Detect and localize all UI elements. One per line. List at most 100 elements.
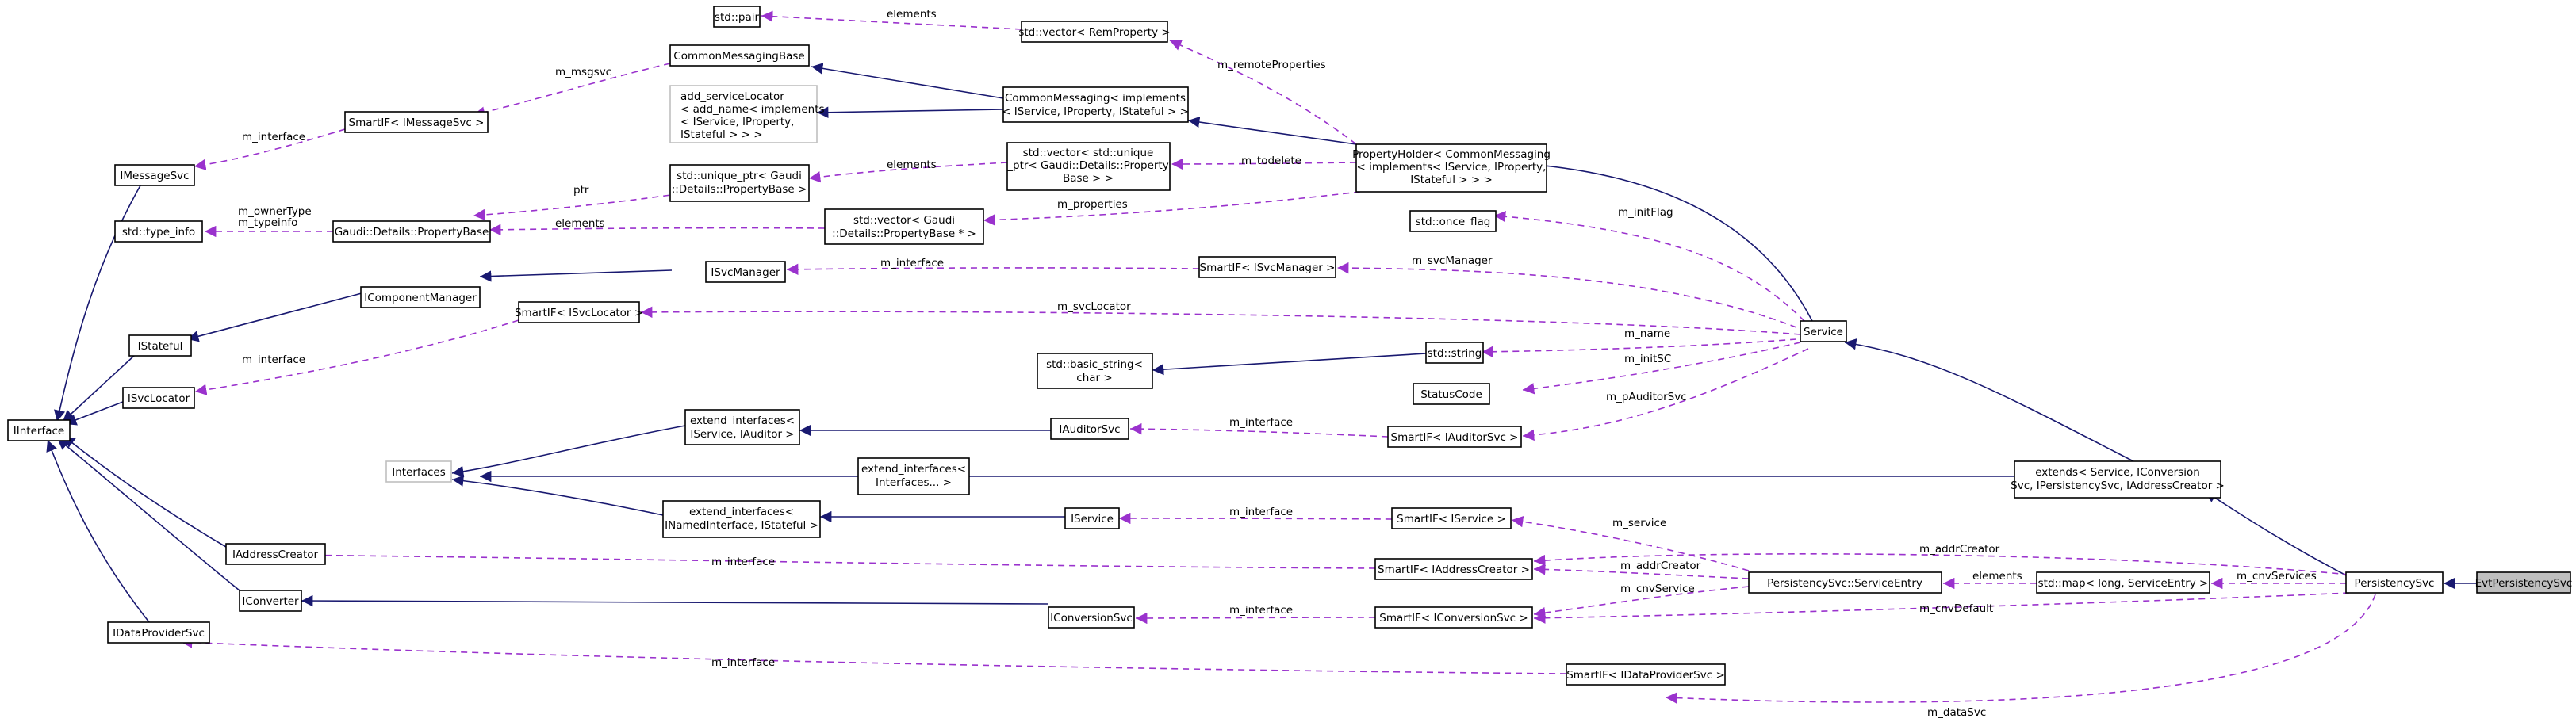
edge-label: m_interface: [1229, 506, 1293, 518]
node-iconversionsvc[interactable]: IConversionSvc: [1048, 606, 1135, 629]
node-isvclocator[interactable]: ISvcLocator: [122, 387, 195, 409]
node-icomponentmanager[interactable]: IComponentManager: [360, 286, 481, 308]
node-label: SmartIF< ISvcManager >: [1200, 262, 1336, 274]
node-extend-inamed[interactable]: extend_interfaces< INamedInterface, ISta…: [662, 500, 821, 538]
node-label: IConverter: [242, 595, 299, 608]
node-imessagesvc[interactable]: IMessageSvc: [114, 164, 195, 186]
node-label: std::vector< Gaudi: [853, 214, 955, 227]
node-unique-ptr[interactable]: std::unique_ptr< Gaudi ::Details::Proper…: [669, 164, 810, 202]
node-label: EvtPersistencySvc: [2475, 577, 2573, 590]
edge-label: m_addrCreator: [1919, 543, 2000, 556]
edge-label: m_cnvServices: [2237, 570, 2317, 583]
node-label: CommonMessagingBase: [673, 50, 804, 63]
node-interfaces[interactable]: Interfaces: [385, 460, 452, 483]
node-smartif-isvclocator[interactable]: SmartIF< ISvcLocator >: [515, 301, 643, 323]
node-smartif-imessagesvc[interactable]: SmartIF< IMessageSvc >: [344, 111, 489, 133]
node-statuscode[interactable]: StatusCode: [1413, 383, 1490, 405]
node-label: CommonMessaging< implements: [1005, 92, 1186, 105]
node-label: std::unique_ptr< Gaudi: [677, 170, 802, 182]
node-smartif-iauditorsvc[interactable]: SmartIF< IAuditorSvc >: [1387, 426, 1522, 448]
node-vector-unique-ptr[interactable]: std::vector< std::unique _ptr< Gaudi::De…: [1006, 142, 1171, 191]
node-label: std::once_flag: [1416, 216, 1491, 228]
node-iauditorsvc[interactable]: IAuditorSvc: [1050, 418, 1129, 440]
edge-label: m_dataSvc: [1927, 706, 1986, 719]
node-label: std::vector< RemProperty >: [1018, 26, 1170, 39]
node-label: IStateful: [138, 340, 183, 353]
node-label: SmartIF< IAddressCreator >: [1378, 564, 1530, 576]
node-label: std::type_info: [122, 226, 195, 239]
node-label: extend_interfaces<: [861, 463, 966, 476]
node-iconverter[interactable]: IConverter: [239, 590, 302, 612]
node-std-string[interactable]: std::string: [1425, 342, 1484, 364]
node-label: char >: [1076, 372, 1112, 384]
node-std-type-info[interactable]: std::type_info: [114, 220, 203, 243]
node-label: IConversionSvc: [1050, 612, 1133, 625]
node-common-messaging-base[interactable]: CommonMessagingBase: [669, 44, 810, 67]
node-smartif-iaddresscreator[interactable]: SmartIF< IAddressCreator >: [1374, 558, 1533, 580]
node-label: std::pair: [715, 11, 760, 24]
edge-label: elements: [887, 159, 937, 171]
edge-label: m_name: [1624, 327, 1670, 340]
node-label: extend_interfaces<: [690, 415, 795, 427]
node-smartif-iconversionsvc[interactable]: SmartIF< IConversionSvc >: [1374, 606, 1533, 629]
node-label: PersistencySvc: [2355, 577, 2435, 590]
node-label: IMessageSvc: [120, 170, 189, 182]
edge-label: elements: [1972, 570, 2022, 583]
edge-label: m_pAuditorSvc: [1606, 391, 1687, 403]
node-label: std::basic_string<: [1046, 358, 1143, 371]
node-label: SmartIF< IConversionSvc >: [1379, 612, 1528, 625]
node-smartif-iservice[interactable]: SmartIF< IService >: [1391, 507, 1512, 529]
edge-label: ptr: [573, 184, 589, 197]
edge-label: m_interface: [711, 556, 775, 568]
node-label: Svc, IPersistencySvc, IAddressCreator >: [2011, 480, 2225, 492]
node-label: Base > >: [1063, 172, 1114, 185]
node-label: SmartIF< IAuditorSvc >: [1391, 431, 1519, 444]
node-vector-property-base-ptr[interactable]: std::vector< Gaudi ::Details::PropertyBa…: [824, 208, 984, 245]
node-label: < IService, IProperty, IStateful > >: [1002, 105, 1189, 118]
node-label: IAuditorSvc: [1059, 423, 1120, 436]
nodes: std::pair std::vector< RemProperty > Com…: [7, 6, 2573, 686]
node-label: SmartIF< IDataProviderSvc >: [1566, 669, 1725, 682]
node-smartif-isvcmanager[interactable]: SmartIF< ISvcManager >: [1198, 256, 1336, 278]
node-isvcmanager[interactable]: ISvcManager: [705, 261, 786, 283]
node-service-entry[interactable]: PersistencySvc::ServiceEntry: [1748, 571, 1942, 594]
node-label: < add_name< implements: [680, 103, 825, 116]
edge-label: m_addrCreator: [1620, 560, 1701, 572]
edge-label: m_interface: [1229, 416, 1293, 429]
node-label: IDataProviderSvc: [113, 627, 205, 640]
node-idataprovidersvc[interactable]: IDataProviderSvc: [107, 621, 210, 644]
node-label: IComponentManager: [364, 292, 477, 304]
node-smartif-idataprovidersvc[interactable]: SmartIF< IDataProviderSvc >: [1566, 663, 1726, 686]
edge-label: m_interface: [711, 656, 775, 669]
edge-label: m_interface: [242, 131, 305, 143]
node-iaddresscreator[interactable]: IAddressCreator: [225, 543, 326, 565]
usage-edges: [180, 10, 2376, 704]
node-label: IStateful > > >: [1410, 174, 1493, 186]
node-label: Interfaces: [392, 466, 445, 479]
node-vector-remproperty[interactable]: std::vector< RemProperty >: [1018, 21, 1171, 43]
node-evt-persistency-svc[interactable]: EvtPersistencySvc: [2475, 571, 2573, 594]
node-label: extends< Service, IConversion: [2035, 466, 2200, 479]
node-persistency-svc[interactable]: PersistencySvc: [2345, 571, 2444, 594]
node-common-messaging[interactable]: CommonMessaging< implements < IService, …: [1002, 86, 1189, 123]
node-label: PersistencySvc::ServiceEntry: [1767, 577, 1922, 590]
node-extends-service[interactable]: extends< Service, IConversion Svc, IPers…: [2011, 460, 2225, 499]
node-property-holder[interactable]: PropertyHolder< CommonMessaging < implem…: [1352, 143, 1551, 193]
node-basic-string[interactable]: std::basic_string< char >: [1037, 353, 1153, 389]
node-istateful[interactable]: IStateful: [128, 334, 192, 357]
node-extend-iservice-iauditor[interactable]: extend_interfaces< IService, IAuditor >: [684, 409, 800, 445]
node-extend-interfaces-pack[interactable]: extend_interfaces< Interfaces... >: [857, 457, 970, 495]
node-iservice[interactable]: IService: [1064, 507, 1120, 529]
node-add-servicelocator[interactable]: add_serviceLocator < add_name< implement…: [669, 85, 825, 143]
node-label: std::string: [1428, 347, 1482, 360]
node-map-service-entry[interactable]: std::map< long, ServiceEntry >: [2036, 571, 2210, 594]
edge-label: elements: [555, 217, 605, 230]
node-std-pair[interactable]: std::pair: [713, 6, 761, 28]
node-std-once-flag[interactable]: std::once_flag: [1409, 210, 1497, 232]
edge-labels: elements m_remoteProperties m_msgsvc m_i…: [238, 8, 2317, 719]
node-iinterface[interactable]: IInterface: [7, 419, 71, 441]
node-label: extend_interfaces<: [689, 506, 794, 518]
node-property-base[interactable]: Gaudi::Details::PropertyBase: [332, 220, 491, 243]
node-service[interactable]: Service: [1800, 320, 1847, 342]
